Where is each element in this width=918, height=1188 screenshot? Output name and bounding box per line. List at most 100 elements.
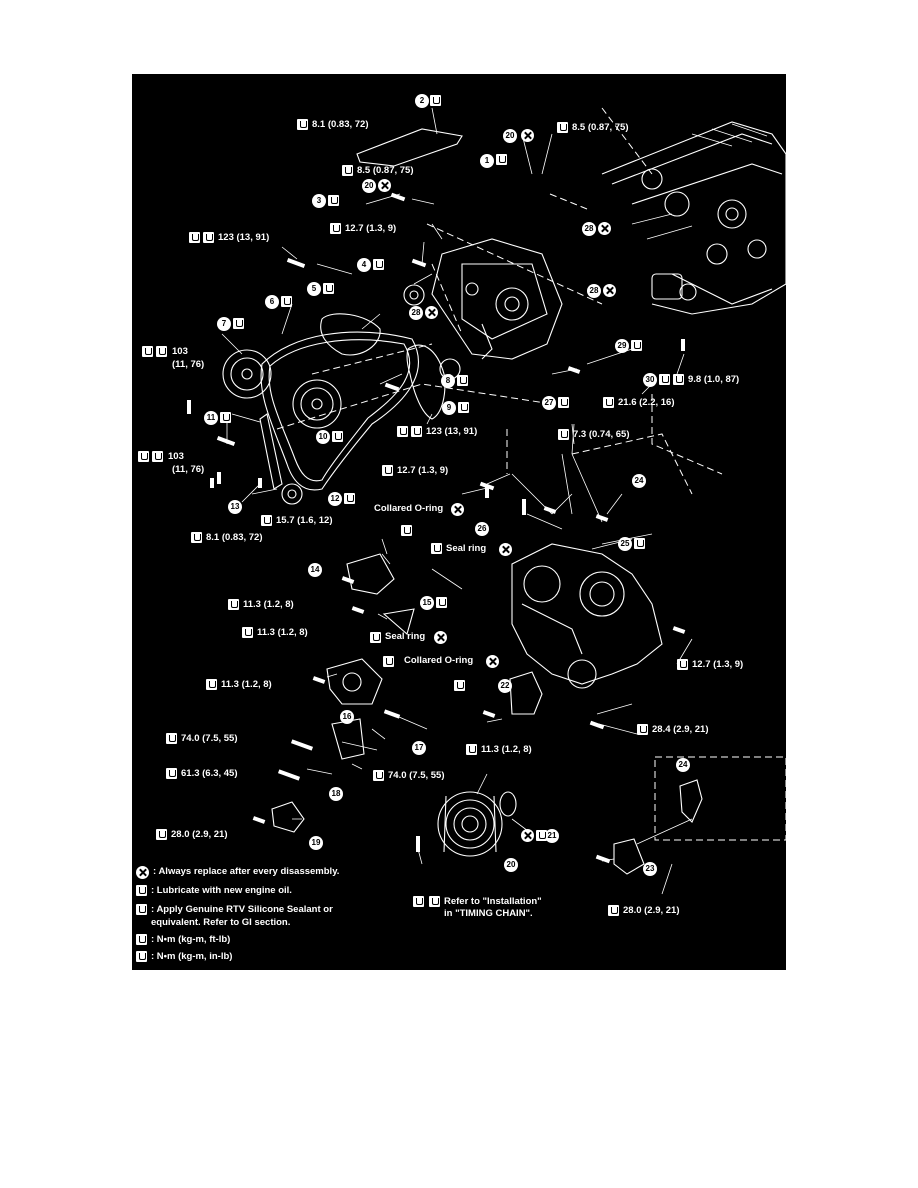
callout-24: 24	[632, 474, 646, 488]
oil-icon	[332, 431, 343, 442]
torque-ftlb-icon	[330, 223, 341, 234]
torque-ftlb-icon	[206, 679, 217, 690]
oil-icon	[328, 195, 339, 206]
torque-label: 7.3 (0.74, 65)	[573, 429, 630, 440]
callout-3: 3	[312, 194, 326, 208]
torque-label: 12.7 (1.3, 9)	[397, 465, 449, 476]
torque-label: 9.8 (1.0, 87)	[688, 374, 740, 385]
torque-label: (11, 76)	[172, 359, 205, 370]
callout-21: 21	[545, 829, 559, 843]
legend-text: : Apply Genuine RTV Silicone Sealant or	[151, 904, 333, 915]
callout-5: 5	[307, 282, 321, 296]
oil-icon	[138, 451, 149, 462]
oil-icon	[457, 375, 468, 386]
callout-9: 9	[442, 401, 456, 415]
oil-icon	[281, 296, 292, 307]
callout-2: 2	[415, 94, 429, 108]
legend-row: : N•m (kg-m, in-lb)	[136, 951, 232, 965]
replace-icon	[136, 866, 149, 879]
torque-inlb-icon	[557, 122, 568, 133]
callout-28: 28	[409, 306, 423, 320]
oil-icon	[142, 346, 153, 357]
callout-1: 1	[480, 154, 494, 168]
replace-icon	[425, 306, 438, 319]
callout-28: 28	[582, 222, 596, 236]
sealant-icon	[454, 680, 465, 691]
torque-label: 15.7 (1.6, 12)	[276, 515, 333, 526]
torque-label: 11.3 (1.2, 8)	[481, 744, 532, 755]
torque-ftlb-icon	[242, 627, 253, 638]
callout-20: 20	[362, 179, 376, 193]
part-label: Collared O-ring	[404, 655, 474, 666]
torque-label: 123 (13, 91)	[218, 232, 270, 243]
torque-ftlb-icon	[382, 465, 393, 476]
oil-icon	[458, 402, 469, 413]
torque-inlb-icon	[297, 119, 308, 130]
callout-11: 11	[204, 411, 218, 425]
replace-icon	[451, 503, 464, 516]
torque-label: 8.1 (0.83, 72)	[312, 119, 369, 130]
torque-label: 8.5 (0.87, 75)	[357, 165, 414, 176]
oil-icon	[323, 283, 334, 294]
oil-icon	[189, 232, 200, 243]
callout-14: 14	[308, 563, 322, 577]
torque-ftlb-icon	[152, 451, 163, 462]
sealant-icon	[558, 397, 569, 408]
oil-icon	[397, 426, 408, 437]
torque-inlb-icon	[673, 374, 684, 385]
replace-icon	[521, 829, 534, 842]
engine-line-art	[187, 107, 786, 895]
torque-ftlb-icon	[373, 770, 384, 781]
callout-10: 10	[316, 430, 330, 444]
sealant-icon	[401, 525, 412, 536]
torque-ftlb-icon	[156, 829, 167, 840]
sealant-icon	[136, 904, 147, 915]
torque-inlb-icon	[558, 429, 569, 440]
torque-ftlb-icon	[261, 515, 272, 526]
callout-23: 23	[643, 862, 657, 876]
callout-15: 15	[420, 596, 434, 610]
oil-icon	[136, 885, 147, 896]
torque-label: 74.0 (7.5, 55)	[181, 733, 238, 744]
torque-ftlb-icon	[136, 934, 147, 945]
callout-22: 22	[498, 679, 512, 693]
callout-12: 12	[328, 492, 342, 506]
torque-label: 61.3 (6.3, 45)	[181, 768, 238, 779]
torque-ftlb-icon	[203, 232, 214, 243]
torque-label: 11.3 (1.2, 8)	[257, 627, 308, 638]
torque-label: 123 (13, 91)	[426, 426, 478, 437]
oil-icon	[233, 318, 244, 329]
callout-26: 26	[475, 522, 489, 536]
torque-ftlb-icon	[166, 733, 177, 744]
legend-row: : N•m (kg-m, ft-lb)	[136, 934, 230, 948]
torque-label: 103	[168, 451, 184, 462]
oil-icon	[431, 543, 442, 554]
callout-8: 8	[441, 374, 455, 388]
replace-icon	[521, 129, 534, 142]
torque-label: 103	[172, 346, 188, 357]
torque-label: 8.5 (0.87, 75)	[572, 122, 629, 133]
callout-20: 20	[504, 858, 518, 872]
replace-icon	[378, 179, 391, 192]
callout-25: 25	[618, 537, 632, 551]
torque-ftlb-icon	[466, 744, 477, 755]
torque-label: 28.4 (2.9, 21)	[652, 724, 709, 735]
torque-label: 28.0 (2.9, 21)	[171, 829, 228, 840]
part-label: Seal ring	[446, 543, 487, 554]
callout-19: 19	[309, 836, 323, 850]
legend-text: : N•m (kg-m, in-lb)	[151, 951, 233, 962]
callout-6: 6	[265, 295, 279, 309]
torque-label: 11.3 (1.2, 8)	[243, 599, 294, 610]
legend-text: equivalent. Refer to GI section.	[151, 917, 291, 928]
callout-13: 13	[228, 500, 242, 514]
replace-icon	[486, 655, 499, 668]
torque-ftlb-icon	[637, 724, 648, 735]
exploded-diagram: 2 20 1 20 3 28 4 5 6 7 28 28 29 30 8 9 2…	[132, 74, 786, 970]
torque-inlb-icon	[136, 951, 147, 962]
oil-icon	[220, 412, 231, 423]
torque-label: 21.6 (2.2, 16)	[618, 397, 675, 408]
oil-icon	[344, 493, 355, 504]
torque-ftlb-icon	[603, 397, 614, 408]
callout-16: 16	[340, 710, 354, 724]
callout-30: 30	[643, 373, 657, 387]
